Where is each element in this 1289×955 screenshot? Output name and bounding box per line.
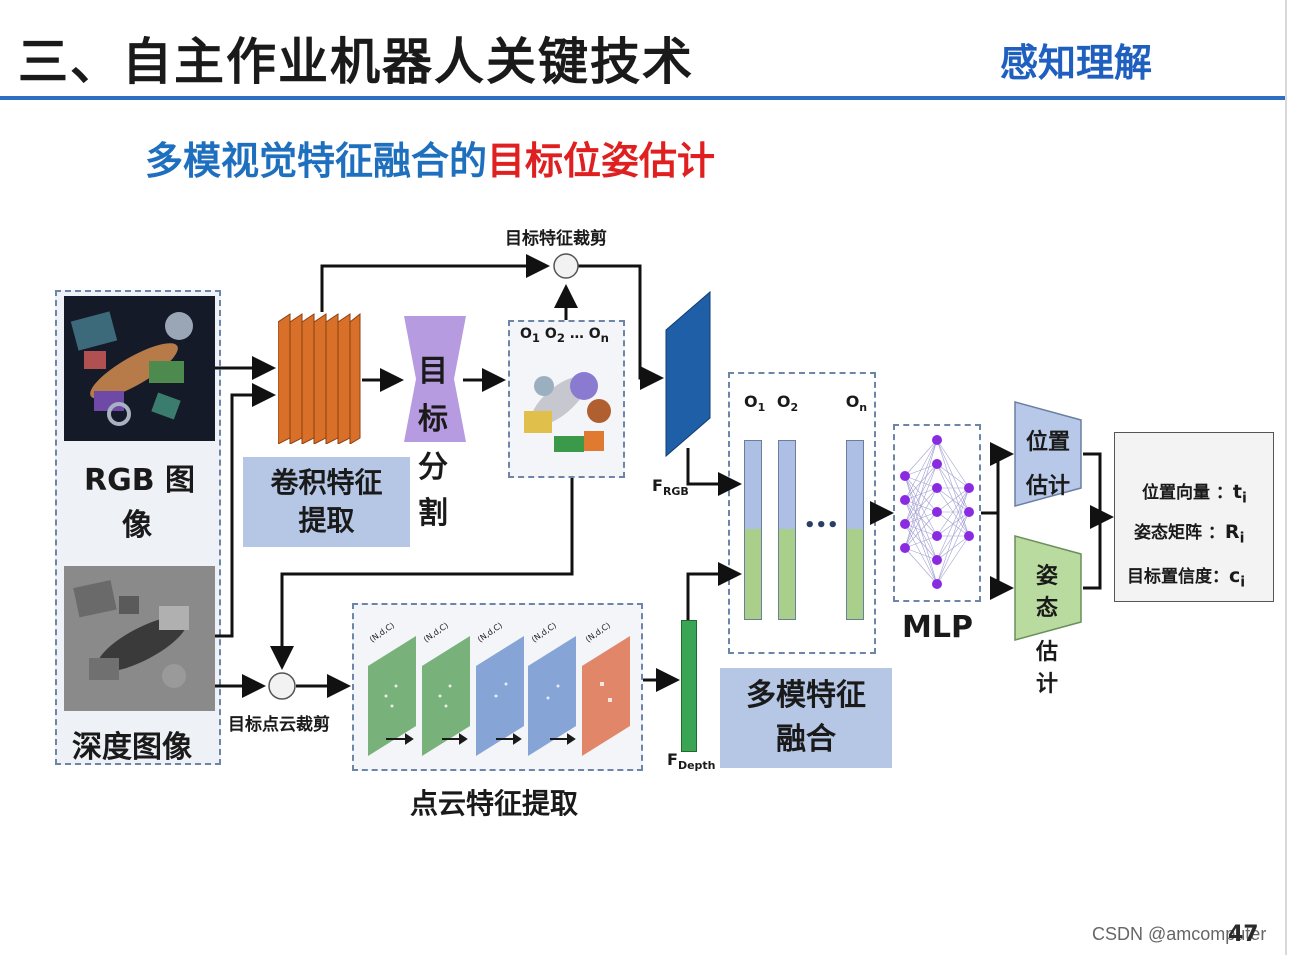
fusion-on: O [845, 392, 860, 411]
segmented-objects-icon [524, 372, 611, 452]
pose-estimator-char-2: 态 [1036, 596, 1059, 621]
depth-feature-map [681, 620, 697, 752]
f-depth-sub: Depth [677, 759, 716, 773]
f-depth-label: FDepth [667, 750, 716, 772]
page-number: 47 [1228, 922, 1259, 947]
slide-subtitle: 多模视觉特征融合的目标位姿估计 [145, 130, 715, 185]
output-confidence-sub: i [1240, 574, 1246, 591]
f-rgb-main: F [652, 476, 663, 495]
obj-label-2: O [544, 326, 557, 342]
obj-label-n: O [588, 326, 601, 342]
conv-caption-box: 卷积特征 提取 [243, 457, 410, 547]
fusion-o2: O [776, 392, 791, 411]
obj-ellipsis: … [569, 326, 584, 342]
object-labels: O1 O2 … On [520, 326, 609, 345]
pose-estimator-shape [1014, 535, 1082, 641]
f-depth-main: F [667, 750, 678, 769]
fusion-caption-line1: 多模特征 [746, 678, 866, 713]
pointcloud-caption: 点云特征提取 [410, 787, 579, 820]
pointcloud-layers-icon [368, 636, 630, 756]
rgb-feature-map [665, 290, 711, 458]
seg-char-4: 割 [418, 496, 448, 531]
rgb-caption-line1: RGB 图 [84, 463, 196, 498]
conv-caption-line2: 提取 [298, 504, 355, 537]
rgb-caption-line2: 像 [122, 508, 152, 543]
subtitle-part-1: 多模视觉特征融合的 [145, 139, 488, 183]
output-rotation-label: 姿态矩阵 ： [1134, 523, 1225, 543]
f-rgb-sub: RGB [662, 485, 689, 499]
fusion-column-n [846, 440, 864, 620]
obj-sub-2: 2 [556, 330, 565, 345]
rgb-image [64, 296, 215, 441]
header-divider [0, 96, 1286, 100]
fusion-o1: O [744, 392, 758, 411]
fusion-dots: ••• [804, 515, 839, 536]
output-box [1114, 432, 1274, 602]
rgb-image-scene-icon [70, 311, 193, 426]
fusion-caption-box: 多模特征 融合 [720, 668, 892, 768]
fusion-on-sub: n [859, 401, 868, 415]
output-position-vector: 位置向量 ：ti [1142, 478, 1247, 506]
fusion-o2-sub: 2 [790, 401, 799, 415]
fusion-object-labels: O1 O2 On [744, 392, 867, 414]
output-position-sub: i [1242, 490, 1247, 507]
position-estimator-shape [1014, 401, 1082, 507]
position-estimator-line1: 位置 [1026, 430, 1071, 455]
fusion-column-1 [744, 440, 762, 620]
subtitle-part-2: 目标位姿估计 [487, 139, 716, 183]
fusion-column-2 [778, 440, 796, 620]
output-rotation-sub: i [1239, 530, 1245, 547]
fusion-caption-line2: 融合 [776, 722, 836, 757]
conv-feature-stack [277, 312, 363, 445]
depth-image-scene-icon [73, 580, 189, 688]
watermark: CSDN @amcomputer [1092, 924, 1267, 944]
output-position-symbol: t [1232, 481, 1243, 503]
output-confidence-symbol: c [1229, 565, 1241, 587]
position-estimator-line2: 估计 [1026, 474, 1071, 499]
seg-char-2: 标 [418, 402, 448, 437]
output-rotation-matrix: 姿态矩阵 ：Ri [1134, 518, 1244, 546]
mlp-box [893, 424, 981, 602]
pose-estimator-char-4: 计 [1036, 672, 1059, 697]
output-rotation-symbol: R [1224, 521, 1240, 543]
slide-title: 三、自主作业机器人关键技术 [18, 33, 694, 91]
mlp-label: MLP [902, 610, 973, 645]
seg-char-3: 分 [418, 450, 448, 485]
depth-image [64, 566, 215, 711]
seg-char-1: 目 [418, 354, 448, 389]
segmentation-shape [404, 316, 466, 442]
fusion-o1-sub: 1 [757, 401, 766, 415]
pose-estimator-char-1: 姿 [1036, 564, 1059, 589]
conv-layers-icon [277, 312, 361, 445]
mlp-network-icon [900, 435, 974, 589]
crop-points-label: 目标点云裁剪 [228, 715, 330, 735]
output-position-label: 位置向量 ： [1142, 483, 1233, 503]
depth-caption: 深度图像 [72, 730, 192, 765]
crop-target-label: 目标特征裁剪 [505, 229, 607, 249]
output-confidence: 目标置信度：ci [1127, 562, 1245, 590]
conv-caption-line1: 卷积特征 [270, 466, 383, 499]
obj-sub-n: n [600, 330, 609, 345]
obj-sub-1: 1 [531, 330, 541, 345]
pose-estimator-char-3: 估 [1036, 640, 1059, 665]
obj-label-1: O [520, 326, 532, 342]
right-edge [1285, 0, 1287, 955]
f-rgb-label: FRGB [652, 476, 689, 498]
output-confidence-label: 目标置信度： [1127, 567, 1229, 587]
section-tag: 感知理解 [1000, 41, 1153, 85]
